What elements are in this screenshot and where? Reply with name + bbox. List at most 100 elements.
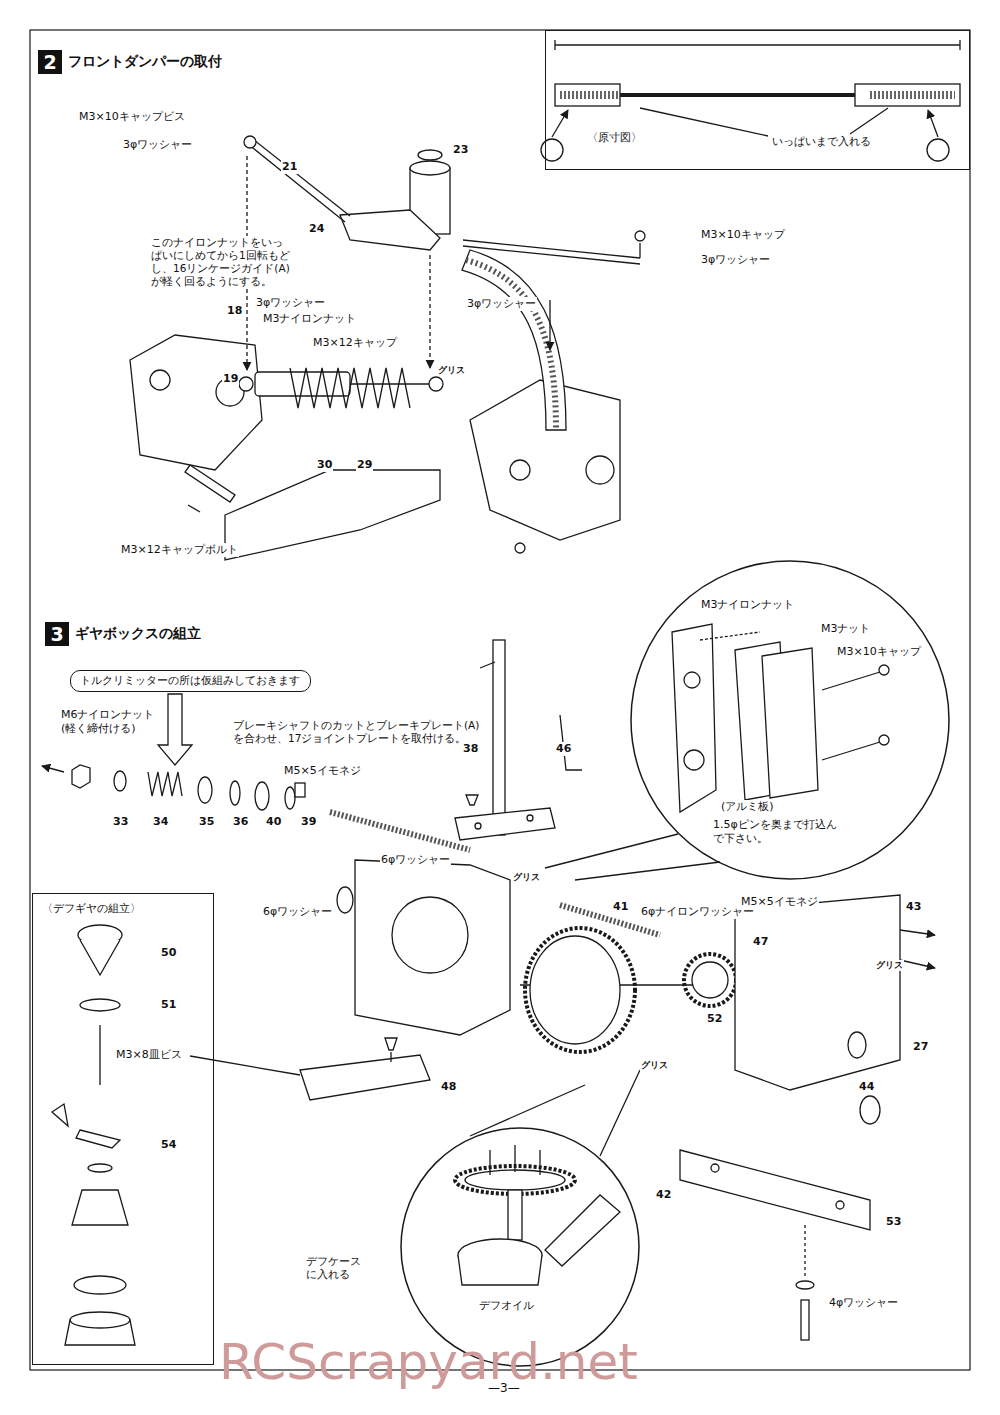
gearbox-illustration [836,1201,844,1209]
callout-number: 24 [308,222,325,236]
part-label: M3×8皿ビス [115,1048,183,1062]
gearbox-illustration [575,862,720,880]
part-name: M3ナット [820,622,872,636]
gearbox-illustration [480,662,495,668]
inset-diff-illustration [545,1195,620,1266]
front-damper-illustration [429,377,443,391]
front-damper-illustration [239,377,253,391]
front-damper-illustration [130,335,262,470]
part-label: 4φワッシャー [828,1296,899,1310]
front-damper-illustration [510,460,530,480]
instruction-note: デフケースに入れる [305,1255,369,1281]
rod-full-size [620,93,855,97]
panel-heading: 〈原寸図〉 [586,131,643,145]
part-name: いっぱいまで入れる [771,135,872,149]
note-box: トルクリミッターの所は仮組みしておきます [70,670,311,692]
gearbox-illustration [900,930,935,935]
callout-number: 38 [462,742,479,756]
instruction-note: ブレーキシャフトのカットとブレーキプレート(A)を合わせ、17ジョイントプレート… [232,719,489,745]
part-label: M5×5イモネジ [283,764,362,778]
front-damper-illustration [639,243,640,258]
gearbox-illustration [285,787,295,809]
gearbox-illustration [42,640,935,1340]
inset-plates-illustration [700,632,760,640]
part-label: 3φワッシャー [466,297,537,311]
front-damper-illustration [150,370,170,390]
part-label: M3×12キャップ [312,336,398,350]
section-heading: 2フロントダンパーの取付 [38,50,223,74]
gearbox-illustration [684,954,736,1006]
front-damper-illustration [586,456,614,484]
gearbox-illustration [390,1052,391,1062]
part-label: 6φワッシャー [380,853,451,867]
rod-full-size [555,84,620,106]
callout-number: 42 [655,1188,672,1202]
section-number: 2 [38,50,62,74]
panel-heading: 〈デフギヤの組立〉 [41,902,142,916]
callout-number: 30 [316,458,333,472]
section-number: 3 [45,622,69,646]
part-label: M3ナイロンナット [262,312,358,326]
inset-plates-illustration [879,735,889,745]
diff-gear-stack [74,1276,126,1294]
callout-number: 35 [198,815,215,829]
gearbox-illustration [466,795,478,805]
callout-number: 27 [912,1040,929,1054]
front-damper-illustration [549,300,550,350]
callout-number: 50 [160,946,177,960]
gearbox-illustration [230,781,240,805]
inset-plates-illustration [822,672,880,690]
diff-gear-stack [52,925,135,1345]
rod-full-size [928,110,938,137]
callout-number: 29 [356,458,373,472]
inset-diff-illustration [514,1145,515,1172]
grease-tag: グリス [437,365,466,376]
gearbox-illustration [158,694,192,765]
part-label: M6ナイロンナット (軽く締付ける) [60,708,160,736]
page-frame [30,30,970,1370]
gearbox-illustration [600,1070,640,1156]
gearbox-illustration [680,1150,870,1230]
callout-number: 44 [858,1080,875,1094]
front-damper-illustration [130,136,645,560]
front-damper-illustration [244,136,256,148]
section-title: ギヤボックスの組立 [75,625,201,643]
gearbox-illustration [42,766,64,772]
front-damper-illustration [290,368,410,408]
part-name: デフオイル [478,1299,535,1313]
front-damper-illustration [185,465,235,502]
part-name: 1.5φピンを奥まで打込んで下さい。 [712,818,839,846]
callout-number: 36 [232,815,249,829]
part-name: (アルミ板) [720,800,775,814]
circle-outline [631,561,949,879]
part-label: M3×12キャップボルト [120,543,239,557]
callout-number: 48 [440,1080,457,1094]
gearbox-illustration [300,1055,430,1100]
gearbox-illustration [114,771,126,791]
inset-diff-illustration [465,1170,565,1190]
inset-plates-illustration [672,624,716,812]
front-damper-illustration [254,140,350,216]
diff-gear-stack [99,1025,100,1085]
diff-gear-panel: 〈デフギヤの組立〉 [32,893,214,1365]
diff-gear-stack [70,1312,130,1328]
callout-number: 52 [706,1012,723,1026]
callout-number: 53 [885,1215,902,1229]
part-label: 3φワッシャー [122,138,193,152]
front-damper-illustration [515,543,525,553]
callout-number: 54 [160,1138,177,1152]
callout-number: 34 [152,815,169,829]
grease-tag: グリス [512,872,541,883]
front-damper-illustration [188,505,200,512]
rod-full-size [927,139,949,161]
grease-tag: グリス [640,1060,669,1071]
diff-gear-stack [80,999,120,1011]
part-label: M3×10キャップ [700,228,786,242]
front-damper-illustration [466,260,556,430]
diff-gear-stack [52,1104,68,1126]
inset-plates-illustration [879,665,889,675]
callout-number: 39 [300,815,317,829]
rod-full-size [541,40,960,161]
detail-circle: M3ナイロンナットM3ナットM3×10キャップ(アルミ板)1.5φピンを奥まで打… [630,560,950,880]
